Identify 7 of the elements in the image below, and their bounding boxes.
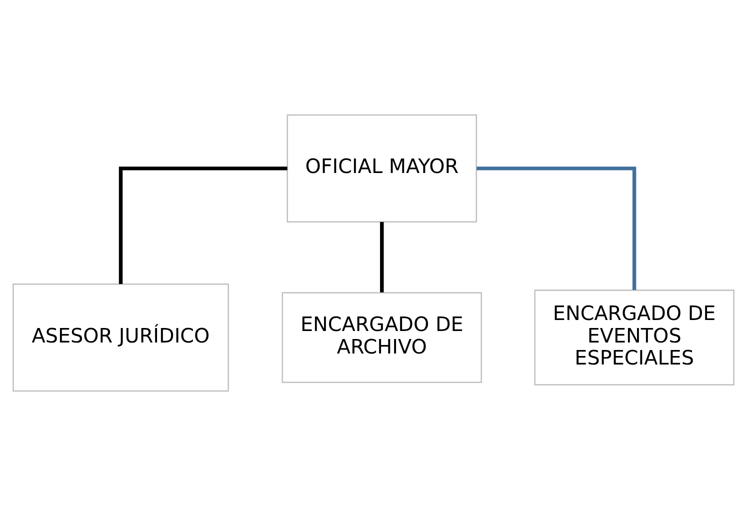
node-box: ASESOR JURÍDICO <box>12 282 229 392</box>
connector <box>380 221 384 292</box>
node-box: ENCARGADO DE EVENTOS ESPECIALES <box>534 289 734 385</box>
connector <box>118 166 288 284</box>
node-box: OFICIAL MAYOR <box>286 114 478 222</box>
node-box: ENCARGADO DE ARCHIVO <box>282 292 482 382</box>
connector <box>476 166 636 290</box>
